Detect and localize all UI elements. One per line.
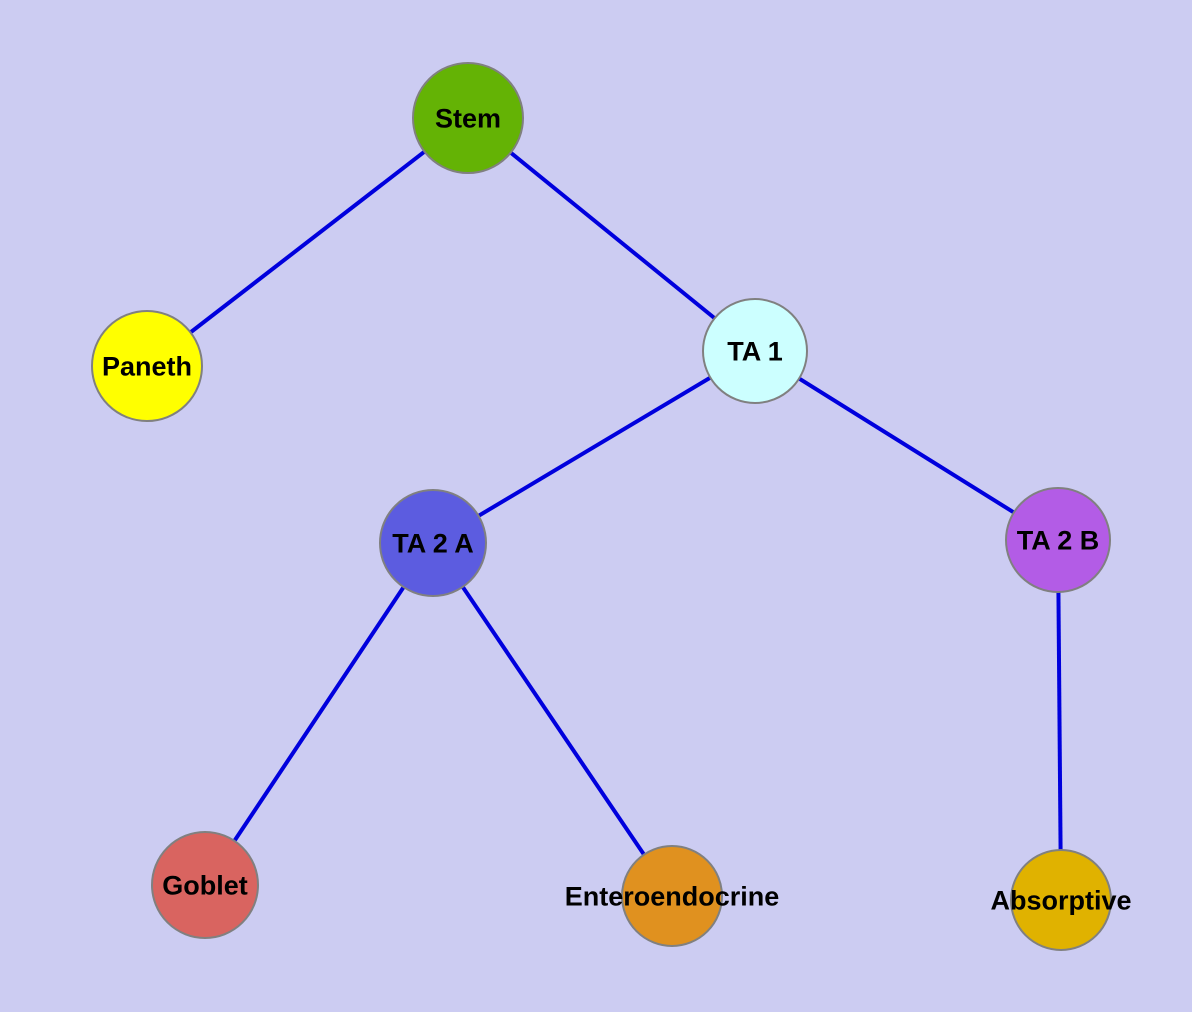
edge-ta2a-enteroendocrine [431, 541, 674, 898]
edge-ta2a-goblet [203, 541, 435, 887]
edge-ta1-ta2a [431, 349, 757, 545]
edge-ta2b-absorptive [1056, 539, 1063, 901]
node-paneth [91, 310, 203, 422]
node-goblet [151, 831, 259, 939]
edge-ta1-ta2b [753, 349, 1060, 542]
node-ta1 [702, 298, 808, 404]
node-stem [412, 62, 524, 174]
edge-stem-ta1 [466, 116, 757, 353]
node-ta2b [1005, 487, 1111, 593]
node-ta2a [379, 489, 487, 597]
node-enteroendocrine [621, 845, 723, 947]
edge-stem-paneth [145, 116, 470, 368]
node-absorptive [1010, 849, 1112, 951]
